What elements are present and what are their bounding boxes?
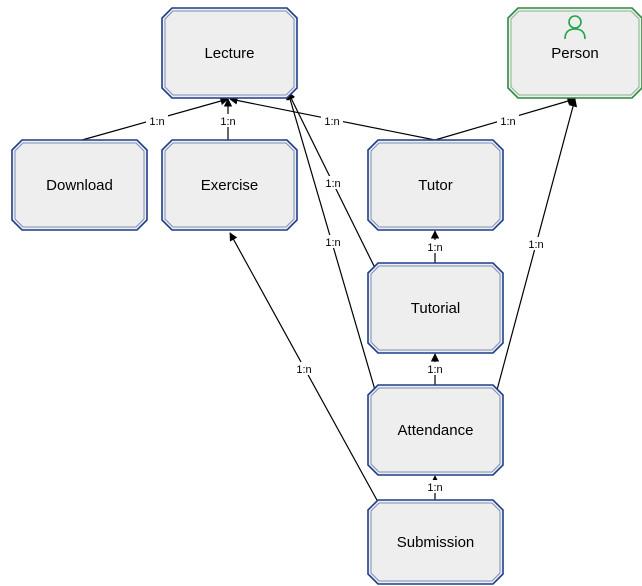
edge-label-background <box>424 240 446 253</box>
edge-submission-attendance: 1:n <box>424 475 446 500</box>
edge-label: 1:n <box>325 178 340 190</box>
node-label: Person <box>551 45 599 62</box>
edge-label-background <box>217 114 239 127</box>
node-exercise[interactable]: Exercise <box>161 139 298 231</box>
node-label: Lecture <box>204 45 254 62</box>
edge-label-background <box>321 114 343 127</box>
node-box-inner-border <box>370 387 501 473</box>
edge-label-background <box>293 362 315 375</box>
node-label: Tutor <box>418 177 452 194</box>
edge-label-background <box>424 362 446 375</box>
edge-label-background <box>322 176 344 189</box>
edge-tutor-person: 1:n <box>434 97 576 141</box>
edge-label-background <box>525 237 547 250</box>
node-box[interactable] <box>367 499 504 585</box>
node-box-inner-border <box>164 142 295 228</box>
node-box[interactable] <box>507 7 642 99</box>
edge-label: 1:n <box>149 116 164 128</box>
node-submission[interactable]: Submission <box>367 499 504 585</box>
edge-label-background <box>424 480 446 493</box>
edge-label: 1:n <box>296 364 311 376</box>
edge-label: 1:n <box>220 116 235 128</box>
edge-exercise-lecture: 1:n <box>217 98 239 140</box>
edge-attendance-person: 1:n <box>496 98 578 391</box>
node-box-inner-border <box>164 10 295 96</box>
edge-tutorial-lecture: 1:n <box>287 91 376 269</box>
edge-label: 1:n <box>427 364 442 376</box>
node-box[interactable] <box>367 262 504 354</box>
node-box[interactable] <box>161 139 298 231</box>
edge-label: 1:n <box>500 116 515 128</box>
node-person[interactable]: Person <box>507 7 642 99</box>
node-download[interactable]: Download <box>11 139 148 231</box>
edge-label: 1:n <box>427 482 442 494</box>
node-box[interactable] <box>367 139 504 231</box>
node-box[interactable] <box>161 7 298 99</box>
edge-submission-exercise: 1:n <box>229 232 379 503</box>
node-box-inner-border <box>14 142 145 228</box>
node-tutorial[interactable]: Tutorial <box>367 262 504 354</box>
node-label: Submission <box>397 534 475 551</box>
node-box-inner-border <box>370 502 501 582</box>
node-box[interactable] <box>367 384 504 476</box>
node-box-inner-border <box>510 10 640 96</box>
edge-label: 1:n <box>324 116 339 128</box>
edge-label: 1:n <box>528 239 543 251</box>
node-attendance[interactable]: Attendance <box>367 384 504 476</box>
node-lecture[interactable]: Lecture <box>161 7 298 99</box>
edge-tutorial-tutor: 1:n <box>424 230 446 263</box>
node-label: Tutorial <box>411 300 460 317</box>
node-tutor[interactable]: Tutor <box>367 139 504 231</box>
node-box-inner-border <box>370 142 501 228</box>
edge-attendance-tutorial: 1:n <box>424 353 446 385</box>
edge-attendance-lecture: 1:n <box>286 91 376 391</box>
edge-label-background <box>497 114 519 127</box>
node-box-inner-border <box>370 265 501 351</box>
node-box[interactable] <box>11 139 148 231</box>
node-label: Download <box>46 177 113 194</box>
node-label: Attendance <box>398 422 474 439</box>
edge-label: 1:n <box>325 237 340 249</box>
person-icon <box>564 15 586 40</box>
node-label: Exercise <box>201 177 259 194</box>
edge-label: 1:n <box>427 242 442 254</box>
edge-label-background <box>146 114 168 127</box>
edges-layer: 1:n 1:n 1:n 1:n 1:n 1:n 1:n 1:n 1:n 1:n 1:n <box>81 91 578 503</box>
edge-download-lecture: 1:n <box>81 97 229 141</box>
edge-label-background <box>322 235 344 248</box>
edge-tutor-lecture: 1:n <box>229 96 436 141</box>
